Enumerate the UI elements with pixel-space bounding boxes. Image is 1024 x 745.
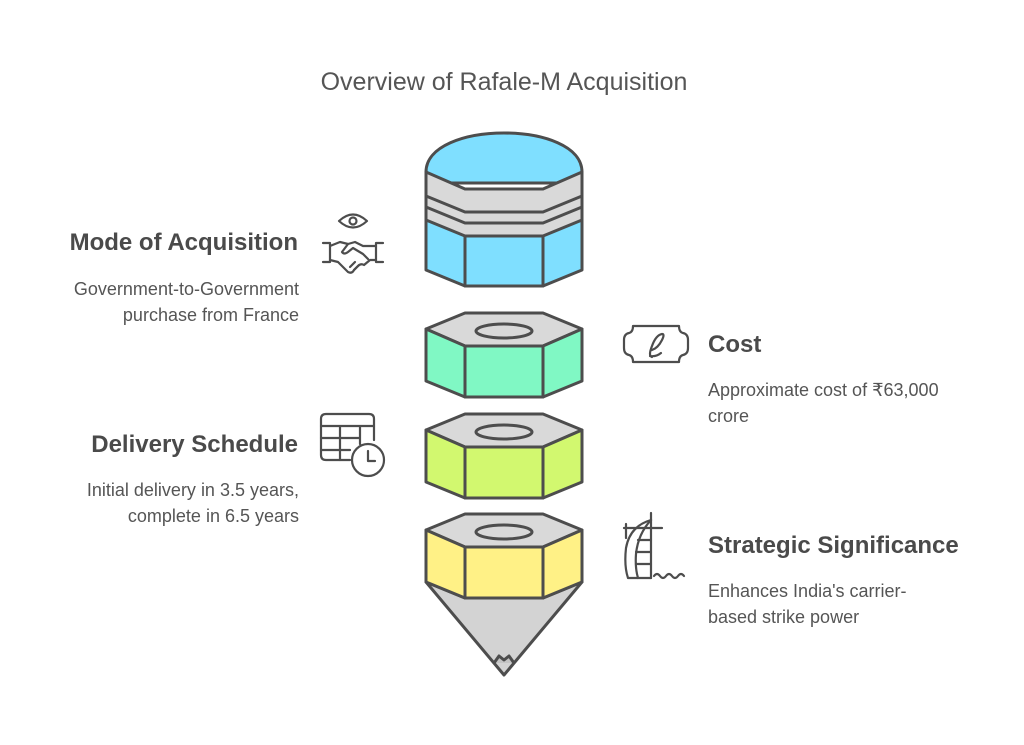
description-line: based strike power [708,607,860,627]
cost-heading: Cost [708,331,762,358]
strategic-significance-description: Enhances India's carrier- based strike p… [708,578,907,630]
rupee-ticket-icon [622,324,690,364]
mode-of-acquisition-description: Government-to-Government purchase from F… [74,276,299,328]
calendar-clock-icon [319,412,386,478]
cap-body-right [541,218,584,288]
description-line: crore [708,406,750,426]
description-line: Government-to-Government [73,279,299,299]
description-line: complete in 6.5 years [127,506,299,526]
strategic-significance-heading: Strategic Significance [708,532,959,559]
pencil-segment-2 [424,311,584,399]
diagram-title: Overview of Rafale-M Acquisition [320,68,688,96]
description-line: Initial delivery in 3.5 years, [86,480,299,500]
description-line: purchase from France [122,305,299,325]
description-line: Enhances India's carrier- [708,581,907,601]
pencil-segment-3 [424,412,584,500]
handshake-eye-icon [321,213,385,274]
cap-body-front [463,234,545,288]
pencil-segment-4 [424,512,584,677]
cap-top [424,131,584,185]
description-line: Approximate cost of ₹63,000 [708,380,939,400]
mode-of-acquisition-heading: Mode of Acquisition [69,229,298,256]
sail-building-icon [622,511,686,580]
pencil-cap-segment [424,131,584,288]
delivery-schedule-heading: Delivery Schedule [91,431,298,458]
delivery-schedule-description: Initial delivery in 3.5 years, complete … [87,477,299,529]
cost-description: Approximate cost of ₹63,000 crore [708,377,939,429]
